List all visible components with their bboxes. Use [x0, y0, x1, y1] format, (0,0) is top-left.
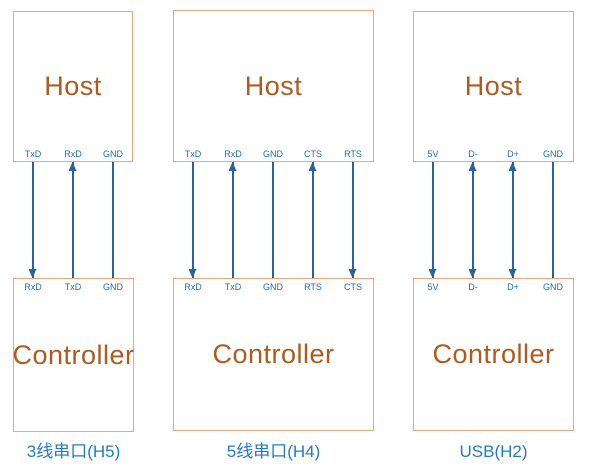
arrowhead-up-icon: [308, 162, 317, 171]
controller-pin-label: 5V: [427, 282, 439, 292]
wire-line: [352, 162, 354, 278]
controller-label: Controller: [432, 339, 555, 369]
wire-line: [192, 162, 194, 278]
controller-pin-label: D-: [468, 282, 478, 292]
host-pin-label: TxD: [184, 149, 202, 159]
controller-box: Controller: [173, 278, 374, 431]
wire-line: [512, 162, 514, 278]
host-pin-label: RTS: [344, 149, 362, 159]
wire-line: [312, 162, 314, 278]
arrowhead-down-icon: [468, 269, 477, 278]
host-pin-label: D+: [507, 149, 519, 159]
host-pin-label: D-: [468, 149, 478, 159]
controller-box: Controller: [12, 278, 135, 432]
wire-line: [272, 162, 274, 278]
host-pin-label: GND: [263, 149, 283, 159]
arrowhead-up-icon: [468, 162, 477, 171]
arrowhead-up-icon: [228, 162, 237, 171]
wire-line: [32, 162, 34, 278]
controller-pin-label: TxD: [224, 282, 242, 292]
controller-pin-label: CTS: [344, 282, 362, 292]
arrowhead-down-icon: [28, 269, 37, 278]
controller-pin-label: RTS: [304, 282, 322, 292]
panel-caption: 5线串口(H4): [226, 442, 321, 461]
host-label: Host: [44, 71, 102, 101]
wire-line: [232, 162, 234, 278]
wire-line: [552, 162, 554, 278]
host-pin-label: CTS: [304, 149, 322, 159]
controller-pin-label: GND: [263, 282, 283, 292]
host-label: Host: [464, 71, 523, 101]
host-box: Host: [13, 11, 133, 162]
wire-line: [432, 162, 434, 278]
controller-pin-label: D+: [507, 282, 519, 292]
controller-label: Controller: [12, 339, 135, 370]
controller-label: Controller: [212, 339, 335, 369]
arrowhead-down-icon: [428, 269, 437, 278]
arrowhead-up-icon: [68, 162, 77, 171]
host-pin-label: TxD: [24, 149, 42, 159]
wire-line: [112, 162, 114, 278]
controller-pin-label: RxD: [184, 282, 202, 292]
host-pin-label: 5V: [427, 149, 439, 159]
controller-pin-label: RxD: [24, 282, 42, 292]
arrowhead-down-icon: [508, 269, 517, 278]
host-box: Host: [173, 10, 374, 162]
host-pin-label: GND: [543, 149, 563, 159]
arrowhead-down-icon: [188, 269, 197, 278]
wire-line: [72, 162, 74, 278]
arrowhead-down-icon: [348, 269, 357, 278]
controller-pin-label: TxD: [64, 282, 82, 292]
arrowhead-up-icon: [508, 162, 517, 171]
controller-pin-label: GND: [543, 282, 563, 292]
host-pin-label: RxD: [64, 149, 82, 159]
panel-caption: USB(H2): [459, 442, 528, 461]
wire-line: [472, 162, 474, 278]
host-pin-label: RxD: [224, 149, 242, 159]
host-pin-label: GND: [103, 149, 123, 159]
host-label: Host: [244, 70, 303, 101]
controller-box: Controller: [413, 278, 574, 431]
panel-caption: 3线串口(H5): [26, 442, 121, 461]
controller-pin-label: GND: [103, 282, 123, 292]
host-box: Host: [413, 11, 574, 162]
